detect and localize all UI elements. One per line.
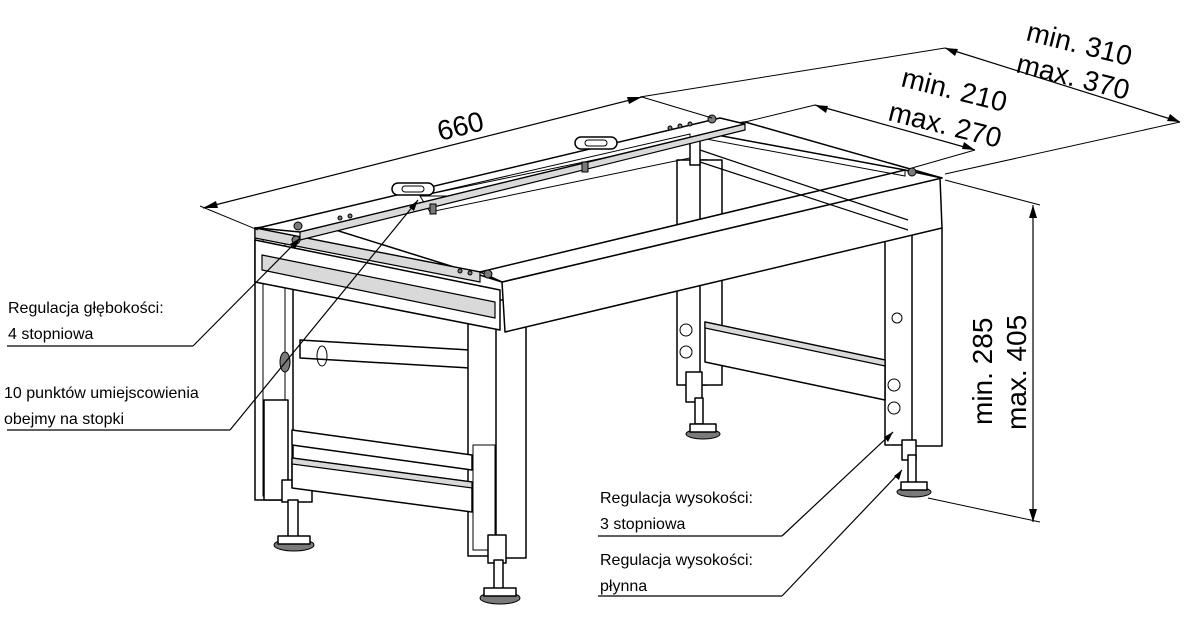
callout-height-fluid: Regulacja wysokości: płynna <box>600 548 753 600</box>
dimension-width: 660 <box>199 96 713 231</box>
callout-depth-adjust-title: Regulacja głębokości: <box>8 300 164 317</box>
callout-height-step-value: 3 stopniowa <box>600 516 686 533</box>
width-label: 660 <box>434 105 487 146</box>
height-min: min. 285 <box>967 318 998 425</box>
leader-lines <box>7 199 903 597</box>
dimension-height: min. 285 max. 405 <box>927 179 1041 523</box>
dimension-depth-inner: min. 210 max. 270 <box>744 62 1010 169</box>
back-right-leg <box>884 227 943 498</box>
callout-clamp-points: 10 punktów umiejscowienia obejmy na stop… <box>4 381 199 433</box>
callout-height-fluid-value: płynna <box>600 578 648 595</box>
height-max: max. 405 <box>1001 315 1032 430</box>
front-right-leg <box>467 299 527 605</box>
callout-height-fluid-title: Regulacja wysokości: <box>600 552 753 569</box>
back-crossbar <box>704 321 886 401</box>
lower-front-crossbar <box>291 429 473 513</box>
callout-height-step: Regulacja wysokości: 3 stopniowa <box>600 486 753 538</box>
clamp-handle-left <box>391 182 437 215</box>
callout-height-step-title: Regulacja wysokości: <box>600 490 753 507</box>
depth-plate <box>257 114 917 279</box>
callout-depth-adjust-value: 4 stopniowa <box>8 326 94 343</box>
upper-left-frame <box>254 239 501 373</box>
callout-clamp-points-line1: 10 punktów umiejscowienia <box>4 385 199 402</box>
callout-depth-adjust: Regulacja głębokości: 4 stopniowa <box>8 296 164 348</box>
top-frame <box>254 121 943 333</box>
back-left-leg <box>676 159 723 440</box>
clamp-handle-right <box>574 136 618 173</box>
callout-clamp-points-line2: obejmy na stopki <box>4 411 125 428</box>
dimension-depth-outer: min. 310 max. 370 <box>639 16 1181 175</box>
